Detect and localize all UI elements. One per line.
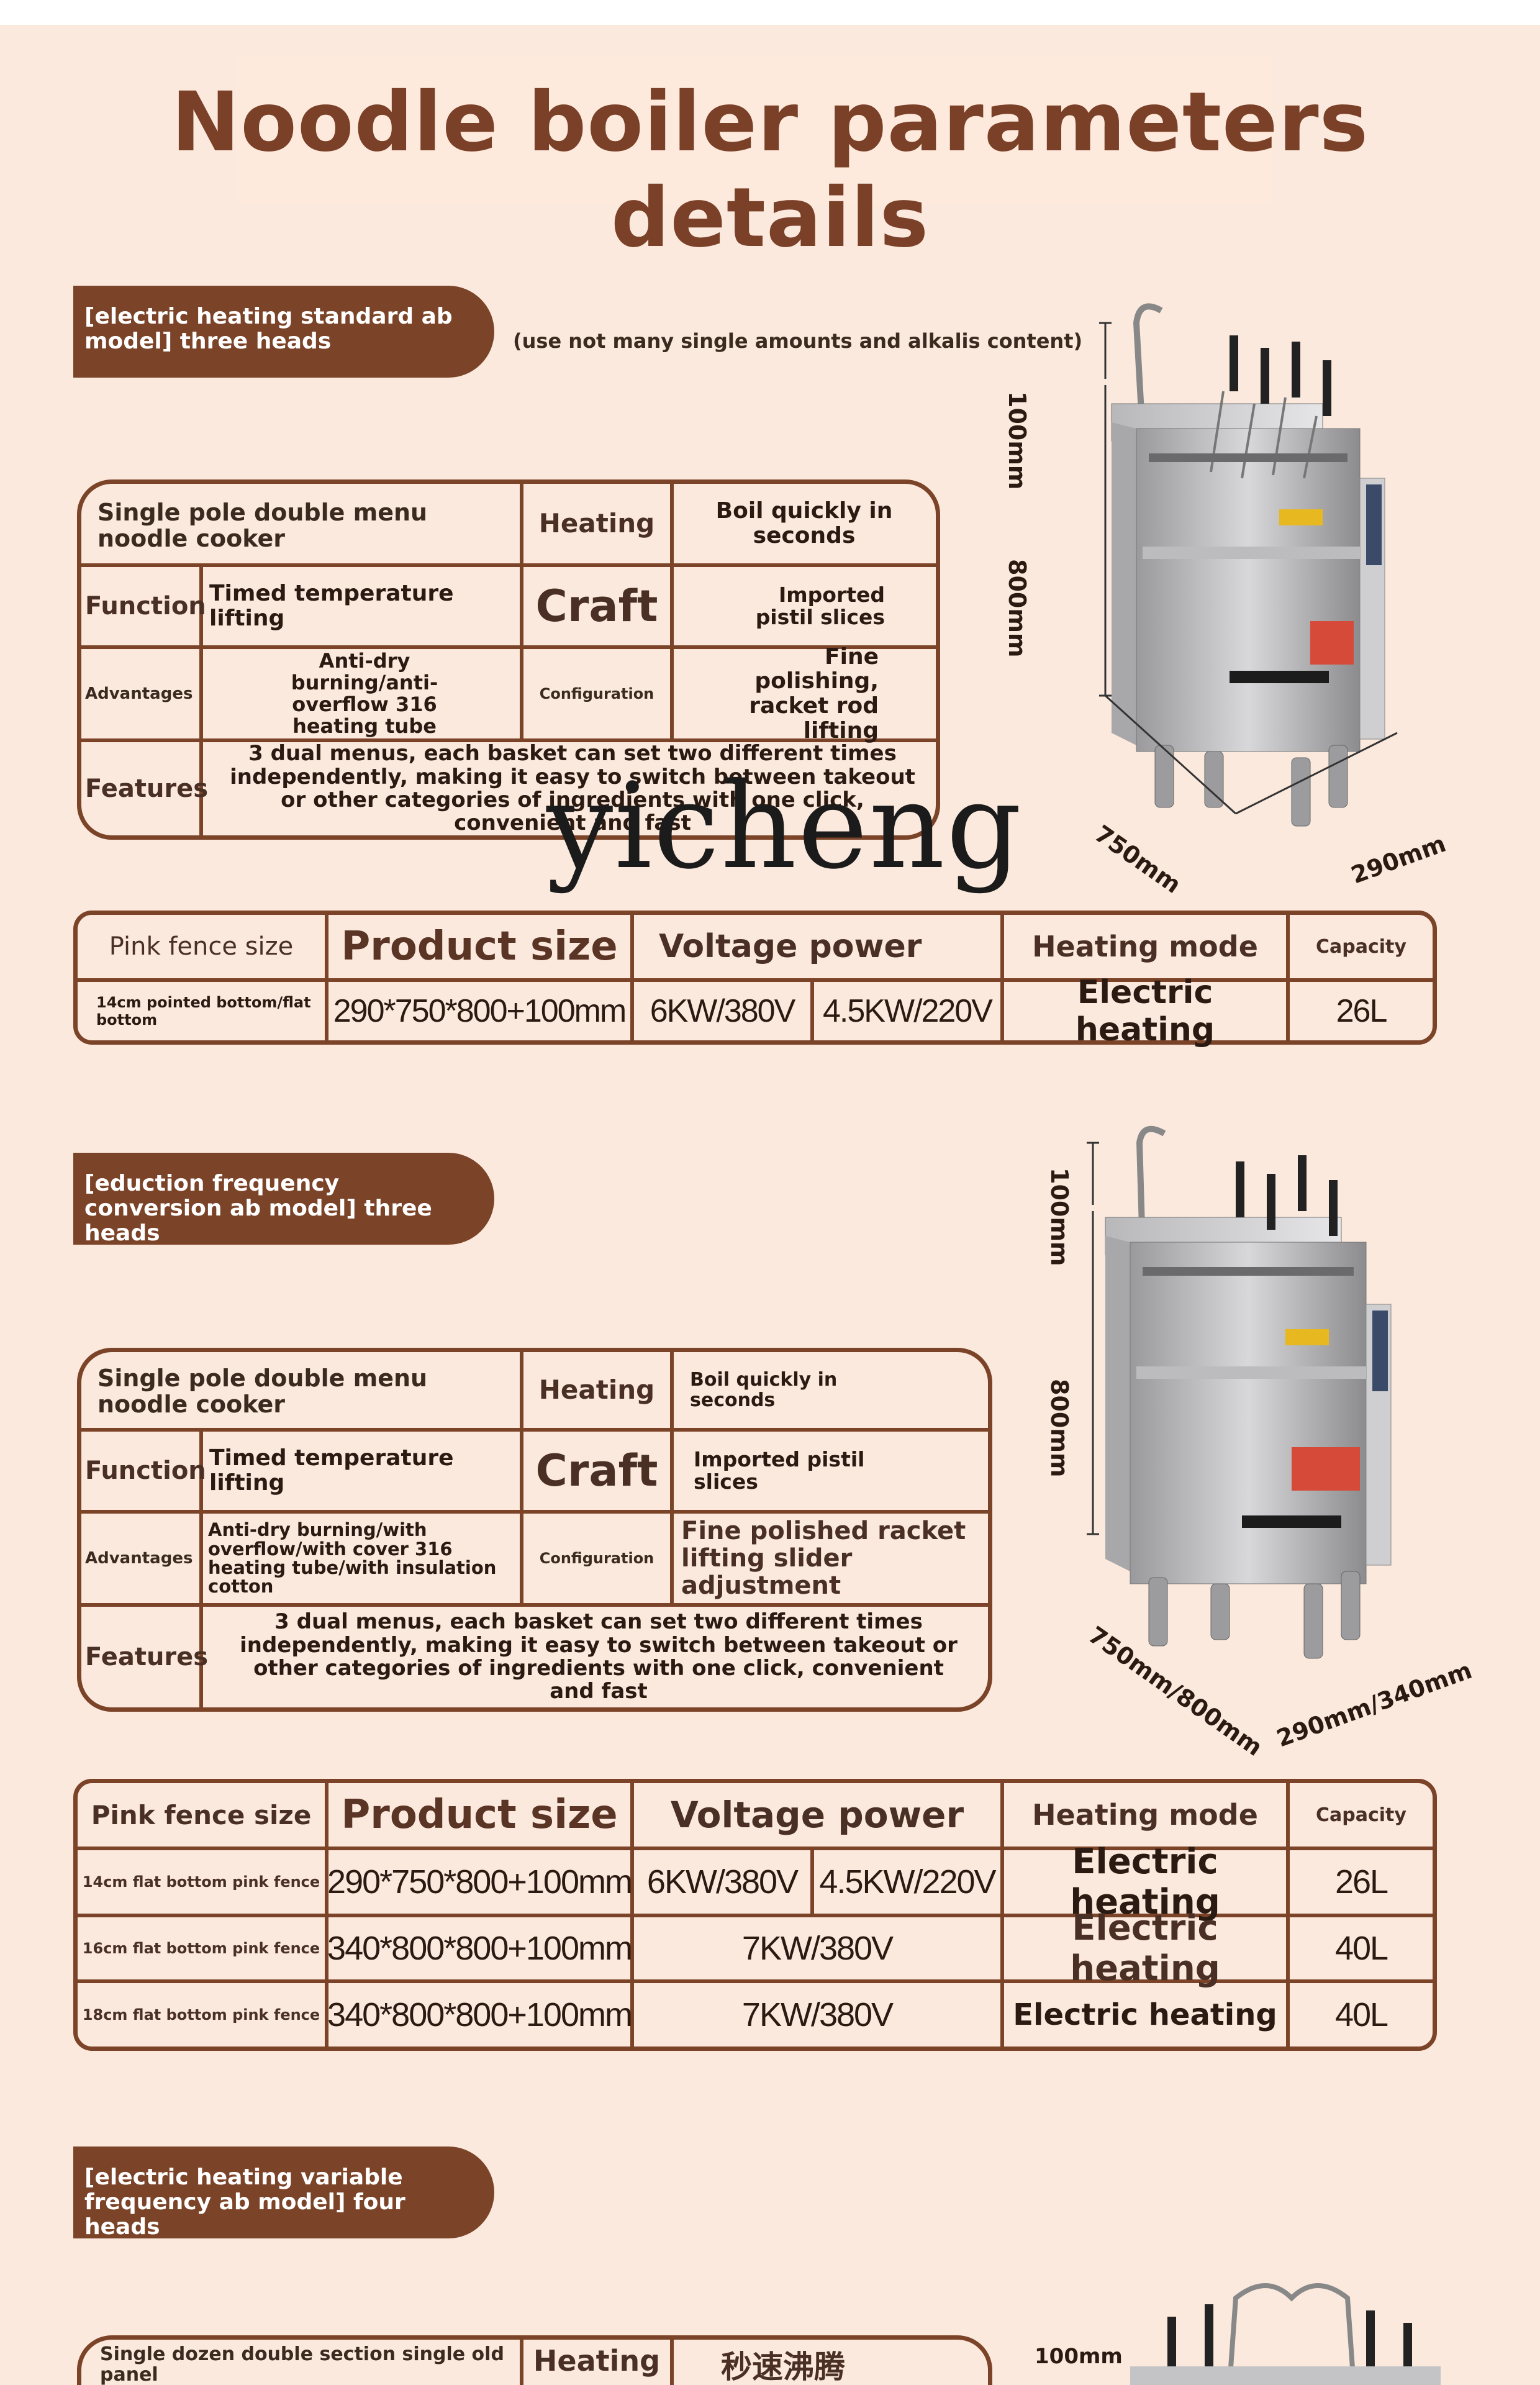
- fence-value: 14cm flat bottom pink fence: [82, 1873, 320, 1891]
- advantages-value: Anti-dry burning/anti-overflow 316 heati…: [291, 648, 438, 738]
- features-label: Features: [85, 1643, 209, 1671]
- feature-name: Single dozen double section single old p…: [100, 2343, 504, 2385]
- section2-tag: [eduction frequency conversion ab model]…: [73, 1153, 494, 1246]
- dim-height-top: 100mm: [1046, 1168, 1073, 1266]
- header-mode: Heating mode: [1032, 930, 1258, 963]
- capacity-value: 40L: [1334, 1996, 1388, 2033]
- heating-label: Heating: [538, 1374, 655, 1405]
- header-size: Product size: [341, 924, 618, 970]
- craft-label: Craft: [535, 580, 658, 632]
- craft-label: Craft: [535, 1445, 658, 1496]
- mode-value: Electric heating: [1013, 1997, 1277, 2032]
- power-a-value: 6KW/380V: [650, 993, 796, 1029]
- power-value: 7KW/380V: [741, 1996, 894, 2033]
- function-value: Timed temperature lifting: [209, 1445, 454, 1496]
- page-title: Noodle boiler parameters details: [171, 75, 1369, 266]
- heating-label: Heating: [538, 507, 655, 538]
- fence-value: 14cm pointed bottom/flat bottom: [96, 994, 311, 1029]
- section2-spec-table: Pink fence size Product size Voltage pow…: [73, 1779, 1437, 2051]
- power-a-value: 6KW/380V: [646, 1863, 799, 1901]
- noodle-cooker-four-head-image: [1130, 2283, 1441, 2385]
- header-power: Voltage power: [659, 928, 922, 965]
- configuration-value: Fine polishing, racket rod lifting: [749, 643, 879, 743]
- size-value: 340*800*800+100mm: [327, 1930, 633, 1967]
- header-mode: Heating mode: [1032, 1798, 1258, 1832]
- section3-feature-table: Single dozen double section single old p…: [77, 2335, 992, 2385]
- configuration-label: Configuration: [539, 684, 654, 702]
- fence-value: 16cm flat bottom pink fence: [82, 1940, 320, 1957]
- dim-height-top: 100mm: [1003, 391, 1031, 490]
- size-value: 290*750*800+100mm: [327, 1863, 633, 1901]
- features-value: 3 dual menus, each basket can set two di…: [230, 741, 915, 836]
- advantages-label: Advantages: [85, 684, 193, 703]
- power-b-value: 4.5KW/220V: [823, 993, 993, 1029]
- heating-label: Heating: [533, 2343, 661, 2378]
- header-capacity: Capacity: [1316, 935, 1406, 958]
- feature-name: Single pole double menu noodle cooker: [97, 499, 428, 552]
- noodle-cooker-frequency-image: [1087, 1125, 1392, 1659]
- dim-height-top: 100mm: [1035, 2344, 1123, 2369]
- advantages-label: Advantages: [85, 1548, 193, 1568]
- section2-feature-table: Single pole double menu noodle cooker He…: [77, 1348, 992, 1712]
- section1-note: (use not many single amounts and alkalis…: [513, 329, 1083, 353]
- dim-height-main: 800mm: [1046, 1379, 1073, 1478]
- watermark-text: yicheng: [546, 758, 1023, 895]
- mode-value: Electric heating: [1070, 1908, 1220, 1989]
- header-fence: Pink fence size: [109, 932, 294, 961]
- title-background: [236, 56, 1273, 205]
- craft-value: Imported pistil slices: [755, 582, 885, 629]
- capacity-value: 26L: [1334, 1863, 1388, 1901]
- features-value: 3 dual menus, each basket can set two di…: [240, 1609, 958, 1704]
- header-capacity: Capacity: [1316, 1804, 1406, 1826]
- power-b-value: 4.5KW/220V: [819, 1863, 996, 1901]
- heating-value: 秒速沸腾: [721, 2348, 845, 2385]
- heating-value: Boil quickly in seconds: [715, 498, 893, 548]
- advantages-value: Anti-dry burning/with overflow/with cove…: [208, 1519, 497, 1597]
- function-label: Function: [85, 1456, 206, 1485]
- section1-feature-table: Single pole double menu noodle cooker He…: [77, 479, 940, 840]
- features-label: Features: [85, 775, 209, 803]
- size-value: 290*750*800+100mm: [333, 993, 627, 1029]
- top-white-strip: [0, 0, 1540, 25]
- configuration-value: Fine polished racket lifting slider adju…: [681, 1517, 966, 1600]
- header-fence: Pink fence size: [91, 1799, 312, 1830]
- function-value: Timed temperature lifting: [209, 581, 454, 631]
- feature-name: Single pole double menu noodle cooker: [97, 1365, 428, 1418]
- section1-spec-table: Pink fence size Product size Voltage pow…: [73, 911, 1437, 1048]
- capacity-value: 40L: [1334, 1930, 1388, 1967]
- heating-value: Boil quickly in seconds: [690, 1369, 838, 1411]
- power-value: 7KW/380V: [741, 1930, 894, 1967]
- section3-tag: [electric heating variable frequency ab …: [73, 2146, 494, 2240]
- craft-value: Imported pistil slices: [694, 1447, 865, 1494]
- noodle-cooker-three-head-image: [1099, 303, 1398, 827]
- dim-height-main: 800mm: [1003, 559, 1031, 658]
- size-value: 340*800*800+100mm: [327, 1996, 633, 2033]
- mode-value: Electric heating: [1075, 974, 1215, 1048]
- function-label: Function: [85, 592, 206, 620]
- fence-value: 18cm flat bottom pink fence: [82, 2006, 320, 2024]
- header-size: Product size: [341, 1792, 618, 1838]
- mode-value: Electric heating: [1070, 1842, 1220, 1922]
- section1-tag: [electric heating standard ab model] thr…: [73, 286, 494, 378]
- configuration-label: Configuration: [539, 1549, 654, 1567]
- header-power: Voltage power: [670, 1794, 964, 1836]
- capacity-value: 26L: [1336, 993, 1388, 1029]
